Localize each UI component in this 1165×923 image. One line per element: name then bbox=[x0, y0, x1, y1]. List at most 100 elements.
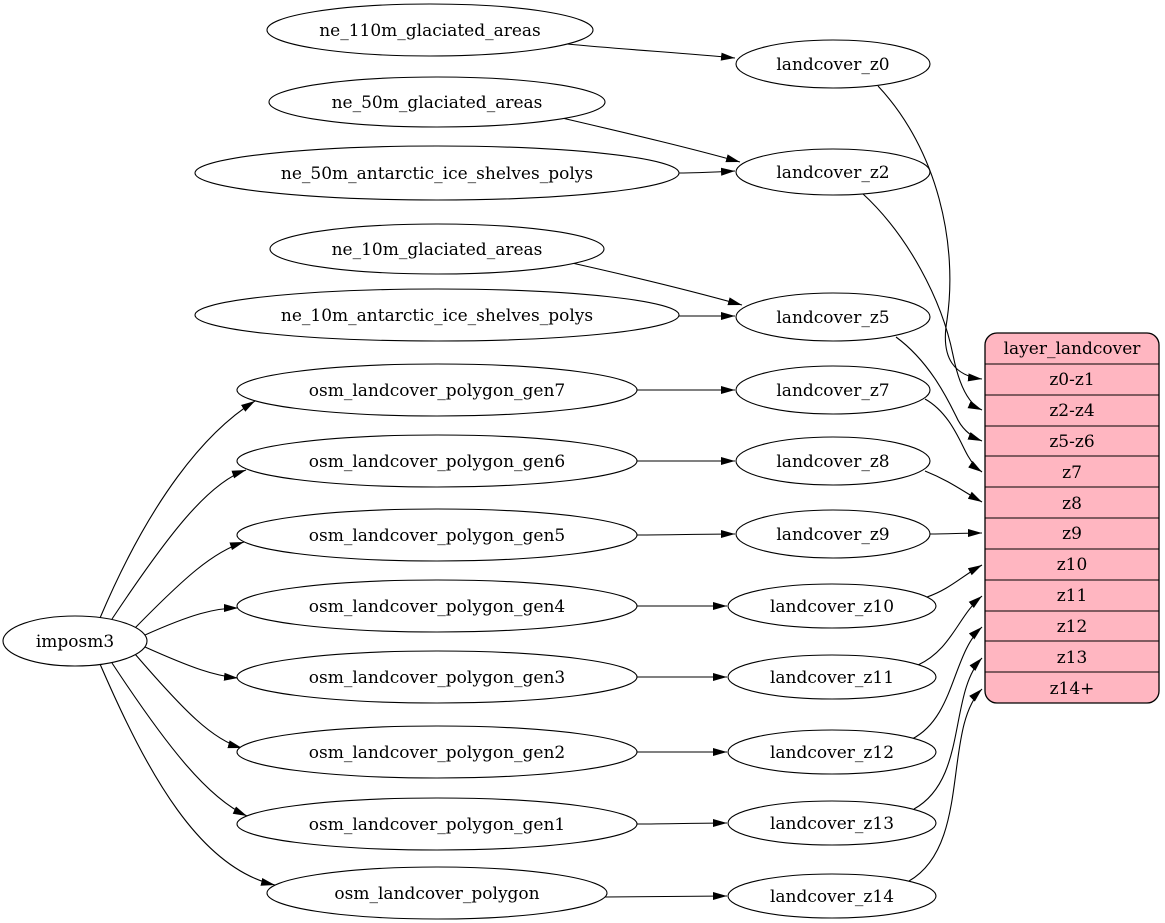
node-landcover-z5: landcover_z5 bbox=[735, 292, 931, 342]
node-landcover-z13-shape bbox=[727, 800, 937, 846]
edge-landcover-z12-to-row-z12 bbox=[911, 626, 983, 740]
edge-imposm3-to-osm-landcover-polygon-gen2 bbox=[134, 653, 243, 749]
node-osm-landcover-polygon-gen3: osm_landcover_polygon_gen3 bbox=[236, 650, 638, 704]
node-landcover-z13: landcover_z13 bbox=[727, 800, 937, 846]
table-row-z10: z10 bbox=[1057, 555, 1088, 575]
node-osm-landcover-polygon-gen6-label: osm_landcover_polygon_gen6 bbox=[309, 452, 565, 472]
edge-landcover-z14-to-row-z14plus bbox=[908, 688, 983, 882]
node-osm-landcover-polygon-gen7-shape bbox=[236, 363, 638, 417]
node-osm-landcover-polygon-gen1: osm_landcover_polygon_gen1 bbox=[236, 797, 638, 851]
node-landcover-z7-label: landcover_z7 bbox=[776, 381, 889, 401]
node-osm-landcover-polygon-gen7-label: osm_landcover_polygon_gen7 bbox=[309, 381, 565, 401]
node-landcover-z10-shape bbox=[727, 583, 937, 629]
node-osm-landcover-polygon-gen5: osm_landcover_polygon_gen5 bbox=[236, 508, 638, 562]
table-row-z12: z12 bbox=[1057, 617, 1088, 637]
edge-ne-50m-glaciated-areas-to-landcover-z2 bbox=[561, 117, 741, 163]
node-osm-landcover-polygon-gen4: osm_landcover_polygon_gen4 bbox=[236, 579, 638, 633]
node-osm-landcover-polygon-gen6-shape bbox=[236, 434, 638, 488]
node-landcover-z11-label: landcover_z11 bbox=[770, 668, 894, 688]
node-landcover-z2-shape bbox=[735, 148, 931, 196]
edge-imposm3-to-osm-landcover-polygon-gen1 bbox=[111, 662, 248, 817]
node-landcover-z5-label: landcover_z5 bbox=[776, 308, 889, 328]
node-ne-50m-antarctic-ice-shelves-polys: ne_50m_antarctic_ice_shelves_polys bbox=[194, 145, 680, 201]
node-osm-landcover-polygon-gen6: osm_landcover_polygon_gen6 bbox=[236, 434, 638, 488]
node-ne-50m-antarctic-ice-shelves-polys-shape bbox=[194, 145, 680, 201]
table-layer-landcover: layer_landcover z0-z1 z2-z4 z5-z6 z7 z8 … bbox=[984, 332, 1160, 704]
node-imposm3: imposm3 bbox=[2, 615, 148, 667]
edge-landcover-z8-to-row-z8 bbox=[924, 470, 983, 503]
table-row-z2-z4: z2-z4 bbox=[1049, 401, 1094, 421]
node-landcover-z14-shape bbox=[727, 873, 937, 919]
node-ne-10m-antarctic-ice-shelves-polys-shape bbox=[194, 288, 680, 342]
edge-ne-10m-glaciated-areas-to-landcover-z5 bbox=[562, 260, 743, 306]
node-ne-50m-antarctic-ice-shelves-polys-label: ne_50m_antarctic_ice_shelves_polys bbox=[281, 164, 593, 184]
edge-landcover-z10-to-row-z10 bbox=[926, 564, 983, 598]
edge-osm-landcover-polygon-to-landcover-z14 bbox=[604, 892, 728, 901]
table-row-z9: z9 bbox=[1062, 524, 1082, 544]
node-landcover-z10: landcover_z10 bbox=[727, 583, 937, 629]
node-landcover-z9-label: landcover_z9 bbox=[776, 525, 889, 545]
edge-osm-landcover-polygon-gen1-to-landcover-z13 bbox=[636, 819, 728, 828]
edge-landcover-z11-to-row-z11 bbox=[917, 595, 983, 666]
node-landcover-z8-label: landcover_z8 bbox=[776, 452, 889, 472]
edge-imposm3-to-osm-landcover-polygon-gen7 bbox=[99, 400, 256, 619]
node-ne-50m-glaciated-areas: ne_50m_glaciated_areas bbox=[268, 76, 606, 128]
table-row-z8: z8 bbox=[1062, 494, 1082, 514]
table-row-z14plus: z14+ bbox=[1050, 679, 1095, 699]
table-row-z5-z6: z5-z6 bbox=[1049, 432, 1094, 452]
edges-layer bbox=[99, 43, 983, 901]
node-osm-landcover-polygon-gen4-label: osm_landcover_polygon_gen4 bbox=[309, 597, 565, 617]
node-ne-110m-glaciated-areas-label: ne_110m_glaciated_areas bbox=[319, 21, 541, 41]
node-ne-10m-antarctic-ice-shelves-polys-label: ne_10m_antarctic_ice_shelves_polys bbox=[281, 306, 593, 326]
edge-imposm3-to-osm-landcover-polygon bbox=[99, 663, 276, 886]
node-osm-landcover-polygon-gen2-label: osm_landcover_polygon_gen2 bbox=[309, 743, 565, 763]
node-imposm3-label: imposm3 bbox=[36, 632, 114, 652]
edge-landcover-z7-to-row-z7 bbox=[924, 398, 983, 473]
edge-imposm3-to-osm-landcover-polygon-gen5 bbox=[134, 541, 245, 629]
node-osm-landcover-polygon-gen3-label: osm_landcover_polygon_gen3 bbox=[309, 668, 565, 688]
node-osm-landcover-polygon-gen7: osm_landcover_polygon_gen7 bbox=[236, 363, 638, 417]
node-landcover-z12-label: landcover_z12 bbox=[770, 743, 894, 763]
node-landcover-z2: landcover_z2 bbox=[735, 148, 931, 196]
node-ne-110m-glaciated-areas: ne_110m_glaciated_areas bbox=[266, 3, 594, 57]
node-landcover-z8-shape bbox=[735, 436, 931, 486]
node-osm-landcover-polygon-label: osm_landcover_polygon bbox=[334, 884, 539, 904]
edge-landcover-z5-to-row-z5-z6 bbox=[895, 336, 983, 442]
table-row-z11: z11 bbox=[1057, 586, 1088, 606]
node-landcover-z10-label: landcover_z10 bbox=[770, 597, 894, 617]
node-landcover-z12-shape bbox=[727, 729, 937, 775]
node-landcover-z14-label: landcover_z14 bbox=[770, 887, 894, 907]
edge-ne-50m-antarctic-ice-shelves-polys-to-landcover-z2 bbox=[678, 167, 736, 176]
edge-landcover-z2-to-row-z2-z4 bbox=[861, 192, 983, 411]
edge-imposm3-to-osm-landcover-polygon-gen3 bbox=[144, 646, 239, 681]
node-osm-landcover-polygon-gen4-shape bbox=[236, 579, 638, 633]
node-osm-landcover-polygon-gen3-shape bbox=[236, 650, 638, 704]
node-landcover-z2-label: landcover_z2 bbox=[776, 163, 889, 183]
table-title: layer_landcover bbox=[1004, 339, 1142, 359]
table-row-z13: z13 bbox=[1057, 648, 1088, 668]
node-landcover-z11: landcover_z11 bbox=[727, 654, 937, 700]
node-osm-landcover-polygon-gen1-shape bbox=[236, 797, 638, 851]
table-row-z0-z1: z0-z1 bbox=[1049, 370, 1094, 390]
node-landcover-z9: landcover_z9 bbox=[735, 509, 931, 559]
node-landcover-z0: landcover_z0 bbox=[735, 39, 931, 89]
node-osm-landcover-polygon-shape bbox=[266, 866, 608, 920]
node-landcover-z0-shape bbox=[735, 39, 931, 89]
node-ne-50m-glaciated-areas-label: ne_50m_glaciated_areas bbox=[332, 93, 543, 113]
node-osm-landcover-polygon-gen5-label: osm_landcover_polygon_gen5 bbox=[309, 526, 565, 546]
node-landcover-z13-label: landcover_z13 bbox=[770, 814, 894, 834]
node-ne-10m-glaciated-areas: ne_10m_glaciated_areas bbox=[269, 223, 605, 275]
node-landcover-z5-shape bbox=[735, 292, 931, 342]
edge-imposm3-to-osm-landcover-polygon-gen4 bbox=[144, 604, 239, 636]
node-landcover-z14: landcover_z14 bbox=[727, 873, 937, 919]
edge-landcover-z9-to-row-z9 bbox=[929, 529, 983, 538]
node-osm-landcover-polygon-gen1-label: osm_landcover_polygon_gen1 bbox=[309, 815, 565, 835]
node-ne-50m-glaciated-areas-shape bbox=[268, 76, 606, 128]
node-landcover-z7: landcover_z7 bbox=[735, 365, 931, 415]
node-landcover-z9-shape bbox=[735, 509, 931, 559]
node-landcover-z8: landcover_z8 bbox=[735, 436, 931, 486]
node-landcover-z11-shape bbox=[727, 654, 937, 700]
node-landcover-z7-shape bbox=[735, 365, 931, 415]
edge-landcover-z13-to-row-z13 bbox=[913, 657, 983, 810]
